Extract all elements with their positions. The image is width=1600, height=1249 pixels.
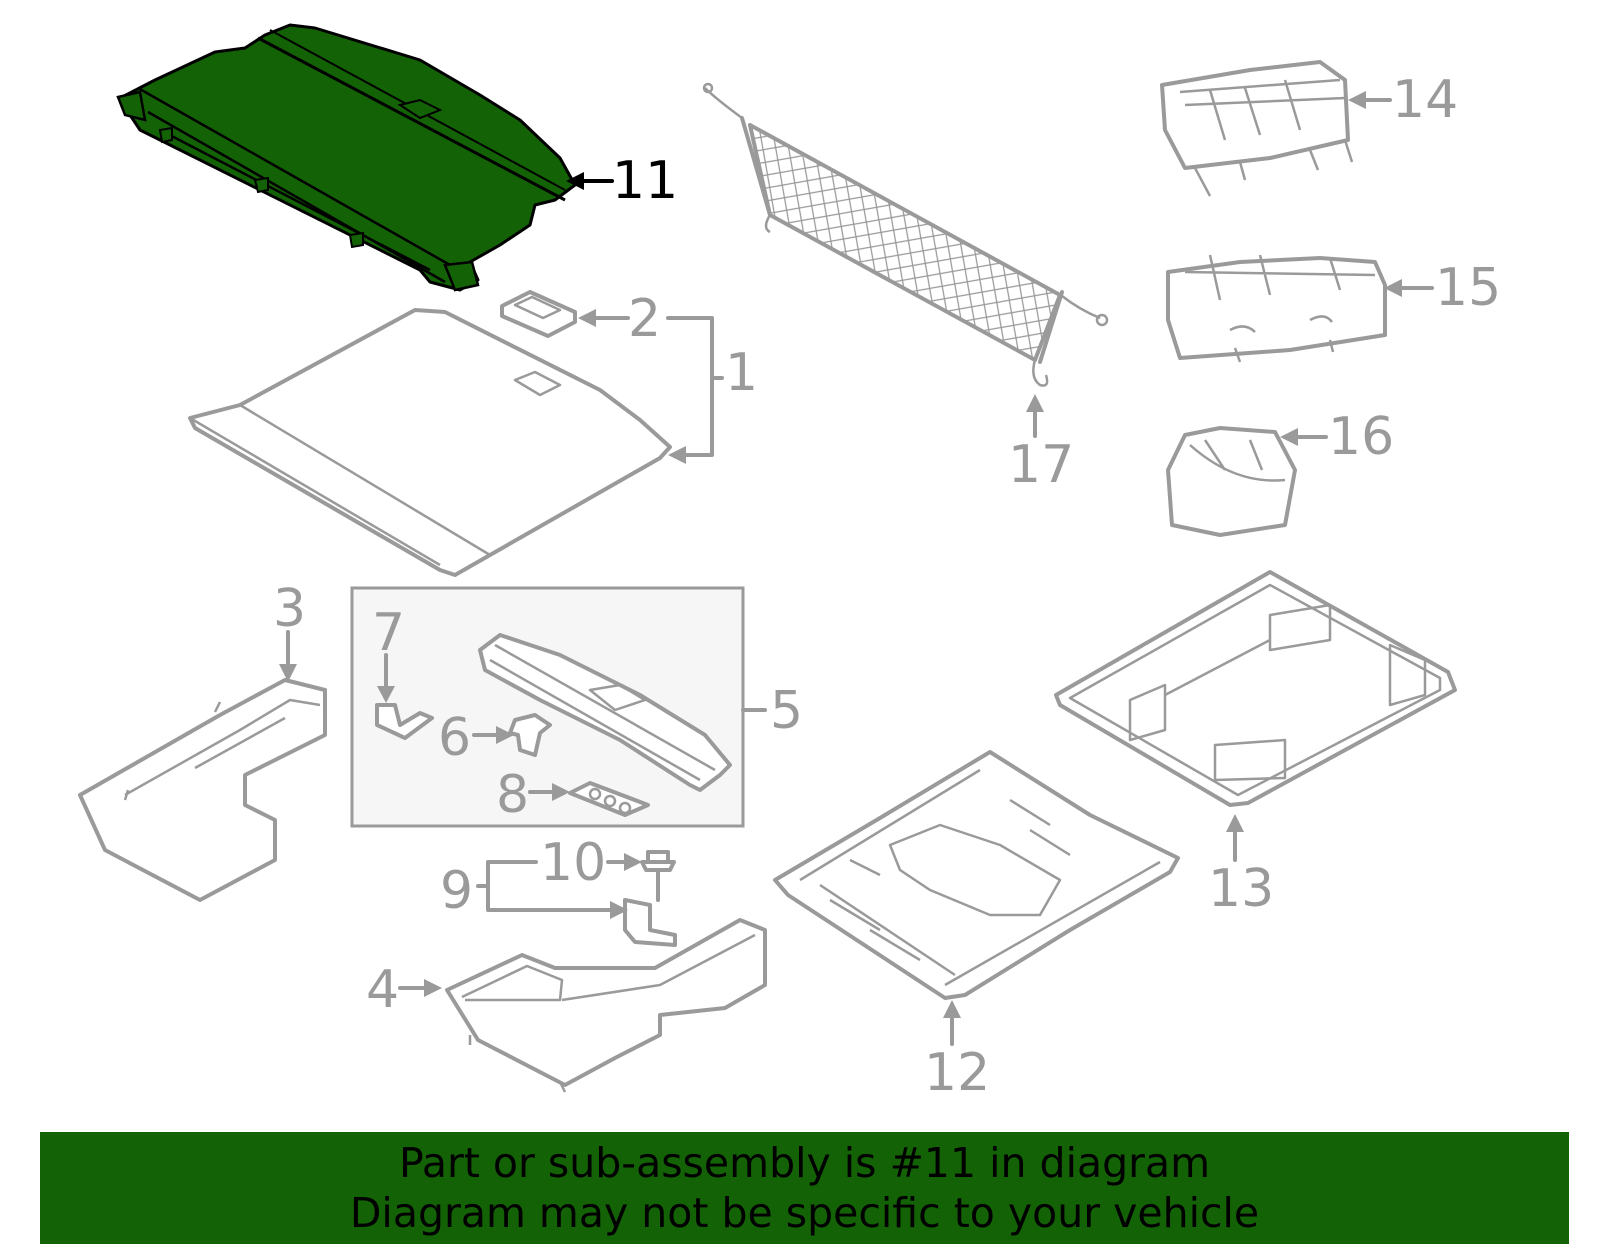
callout-7: 7: [372, 603, 405, 703]
callout-1-2: 2 1: [578, 289, 758, 464]
svg-text:11: 11: [612, 151, 678, 211]
part-6-bracket[interactable]: [508, 713, 552, 757]
callout-12: 12: [924, 1000, 990, 1103]
callout-3: 3: [273, 579, 306, 682]
part-5-trim-bracket[interactable]: [478, 633, 732, 792]
info-banner: Part or sub-assembly is #11 in diagram D…: [40, 1132, 1569, 1244]
svg-text:7: 7: [372, 603, 405, 663]
part-7-clip[interactable]: [375, 703, 434, 740]
part-9-bracket[interactable]: [623, 898, 677, 947]
svg-text:1: 1: [725, 343, 758, 403]
part-16-storage-bag[interactable]: [1166, 426, 1297, 537]
svg-text:8: 8: [496, 765, 529, 825]
part-3-side-trim[interactable]: [78, 678, 327, 902]
svg-text:16: 16: [1328, 407, 1394, 467]
svg-text:4: 4: [366, 960, 399, 1020]
callout-17: 17: [1008, 394, 1074, 495]
svg-text:13: 13: [1208, 859, 1274, 919]
callout-4: 4: [366, 960, 442, 1020]
svg-text:5: 5: [770, 681, 803, 741]
part-15-storage-organizer[interactable]: [1166, 254, 1387, 363]
svg-text:3: 3: [273, 579, 306, 639]
part-10-bolt[interactable]: [640, 850, 676, 902]
callout-15: 15: [1384, 258, 1501, 318]
callout-6: 6: [438, 708, 514, 768]
part-13-cargo-liner[interactable]: [1054, 570, 1457, 807]
banner-line-disclaimer: Diagram may not be specific to your vehi…: [349, 1189, 1260, 1237]
svg-text:9: 9: [440, 861, 473, 921]
part-17-cargo-net[interactable]: [702, 82, 1109, 387]
callout-13: 13: [1208, 814, 1274, 919]
banner-line-part: Part or sub-assembly is #11 in diagram: [398, 1139, 1211, 1187]
part-12-cargo-mat[interactable]: [773, 750, 1180, 1000]
svg-text:10: 10: [540, 833, 606, 893]
svg-text:2: 2: [628, 289, 661, 349]
subassembly-5-box: 5: [350, 586, 803, 828]
part-2-floor-handle[interactable]: [500, 290, 577, 338]
callout-11: 11: [566, 151, 678, 211]
part-4-storage-tray[interactable]: [445, 918, 767, 1093]
callout-9-10: 10 9: [440, 833, 642, 921]
svg-text:12: 12: [924, 1043, 990, 1103]
callout-16: 16: [1280, 407, 1394, 467]
svg-text:6: 6: [438, 708, 471, 768]
callout-8: 8: [496, 765, 570, 825]
callout-14: 14: [1348, 70, 1458, 130]
part-14-storage-organizer[interactable]: [1160, 60, 1354, 197]
part-11-cargo-cover[interactable]: [116, 23, 577, 292]
svg-text:15: 15: [1435, 258, 1501, 318]
svg-text:17: 17: [1008, 435, 1074, 495]
part-8-pad[interactable]: [568, 781, 650, 817]
part-1-load-floor[interactable]: [188, 308, 672, 577]
svg-text:14: 14: [1392, 70, 1458, 130]
